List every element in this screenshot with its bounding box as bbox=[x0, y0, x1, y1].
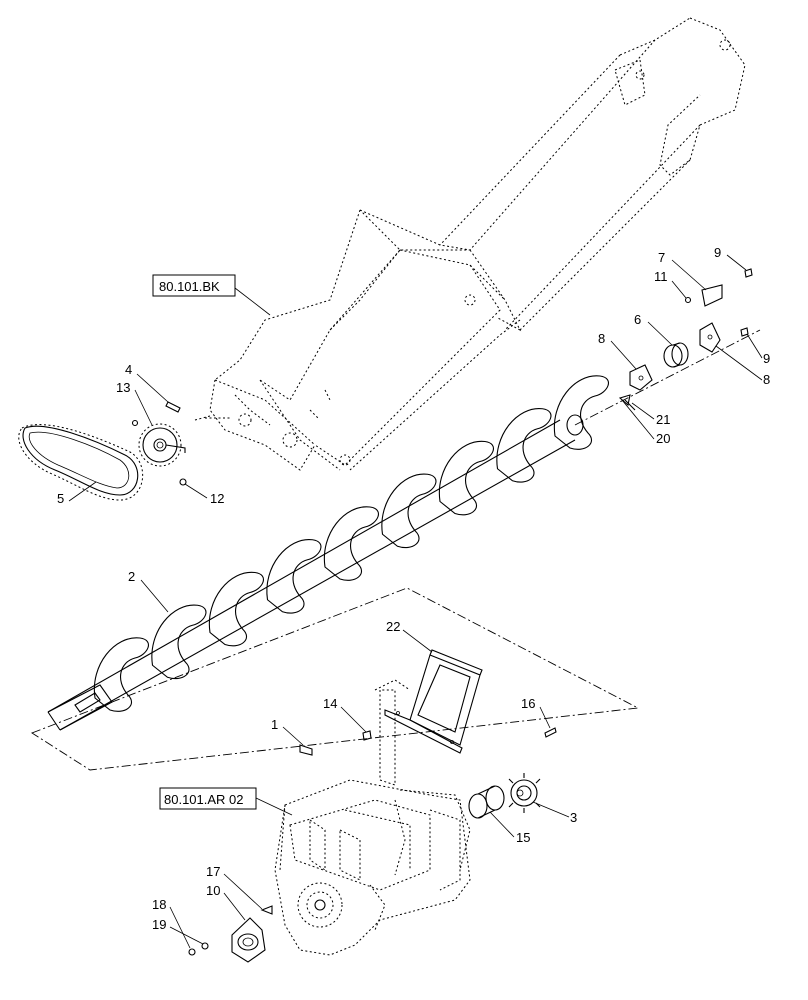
sprocket-part-3 bbox=[508, 773, 541, 813]
callout-11-label: 11 bbox=[654, 269, 668, 284]
bolt-part-18 bbox=[188, 948, 196, 956]
callout-20-label: 20 bbox=[656, 431, 670, 446]
bolt-part-1 bbox=[299, 744, 313, 756]
auger-flight bbox=[93, 637, 149, 712]
callout-5-label: 5 bbox=[57, 491, 64, 506]
callout-9-top[interactable]: 9 bbox=[714, 245, 747, 271]
callout-14[interactable]: 14 bbox=[323, 696, 367, 733]
callout-19[interactable]: 19 bbox=[152, 917, 204, 945]
callout-2-label: 2 bbox=[128, 569, 135, 584]
auger-flight bbox=[496, 408, 552, 483]
unloading-tube bbox=[194, 17, 746, 471]
callout-16-label: 16 bbox=[521, 696, 535, 711]
plate-part-7 bbox=[701, 284, 723, 307]
callout-1[interactable]: 1 bbox=[271, 717, 304, 746]
pin-part-16 bbox=[544, 727, 557, 738]
bolt-part-20 bbox=[618, 394, 631, 407]
callout-1-label: 1 bbox=[271, 717, 278, 732]
callout-4[interactable]: 4 bbox=[125, 362, 169, 403]
auger-flight bbox=[553, 375, 609, 450]
drive-chain bbox=[18, 424, 144, 501]
callout-5[interactable]: 5 bbox=[57, 481, 97, 506]
callout-9-right-label: 9 bbox=[763, 351, 770, 366]
callout-14-label: 14 bbox=[323, 696, 337, 711]
assembly-boundary bbox=[31, 587, 640, 771]
callout-17[interactable]: 17 bbox=[206, 864, 263, 910]
callout-16[interactable]: 16 bbox=[521, 696, 551, 729]
callout-21[interactable]: 21 bbox=[631, 402, 670, 427]
callout-22-label: 22 bbox=[386, 619, 400, 634]
callout-20[interactable]: 20 bbox=[621, 399, 670, 446]
callout-18-label: 18 bbox=[152, 897, 166, 912]
callout-9-right[interactable]: 9 bbox=[746, 333, 770, 366]
drive-sprocket bbox=[138, 423, 186, 467]
auger-flighting bbox=[47, 375, 609, 731]
callout-8-right-label: 8 bbox=[763, 372, 770, 387]
callout-13-label: 13 bbox=[116, 380, 130, 395]
bracket-part-8-left bbox=[629, 364, 653, 391]
auger-flight bbox=[151, 604, 207, 680]
callout-2[interactable]: 2 bbox=[128, 569, 169, 613]
callout-11[interactable]: 11 bbox=[654, 269, 687, 299]
reference-gearbox-label: 80.101.AR 02 bbox=[164, 792, 244, 807]
bracket-part-8-right bbox=[699, 322, 721, 353]
callout-10-label: 10 bbox=[206, 883, 220, 898]
auger-flight bbox=[266, 539, 322, 614]
callout-9-top-label: 9 bbox=[714, 245, 721, 260]
callout-6-label: 6 bbox=[634, 312, 641, 327]
callout-18[interactable]: 18 bbox=[152, 897, 191, 949]
callout-7-label: 7 bbox=[658, 250, 665, 265]
auger-flight bbox=[323, 506, 379, 581]
callout-8-right[interactable]: 8 bbox=[715, 345, 770, 387]
bolt-part-14 bbox=[362, 730, 372, 741]
callout-4-label: 4 bbox=[125, 362, 132, 377]
callout-19-label: 19 bbox=[152, 917, 166, 932]
gearbox-housing bbox=[274, 679, 471, 956]
callout-10[interactable]: 10 bbox=[206, 883, 246, 921]
callout-21-label: 21 bbox=[656, 412, 670, 427]
callout-3[interactable]: 3 bbox=[532, 801, 577, 825]
auger-flight bbox=[438, 440, 494, 516]
callout-8-left-label: 8 bbox=[598, 331, 605, 346]
bearing-part-6 bbox=[663, 342, 689, 368]
callout-13[interactable]: 13 bbox=[116, 380, 153, 426]
auger-flight bbox=[381, 473, 437, 549]
reference-gearbox[interactable]: 80.101.AR 02 bbox=[159, 787, 293, 816]
bolt-part-21 bbox=[624, 399, 636, 411]
auger-flight bbox=[208, 571, 264, 647]
nut-part-9-top bbox=[744, 268, 753, 278]
callout-17-label: 17 bbox=[206, 864, 220, 879]
bolt-part-17 bbox=[260, 905, 273, 915]
reference-tube[interactable]: 80.101.BK bbox=[152, 274, 271, 316]
bearing-part-10 bbox=[231, 917, 266, 963]
nut-part-12 bbox=[179, 478, 187, 486]
callout-3-label: 3 bbox=[570, 810, 577, 825]
callout-6[interactable]: 6 bbox=[634, 312, 673, 346]
bolt-part-11 bbox=[684, 296, 692, 304]
setscrew-part-13 bbox=[131, 419, 139, 427]
bushing-part-15 bbox=[468, 785, 505, 819]
key-part-4 bbox=[165, 401, 181, 413]
callout-8-left[interactable]: 8 bbox=[598, 331, 637, 370]
washer-part-19 bbox=[201, 942, 209, 950]
callout-15[interactable]: 15 bbox=[489, 811, 530, 845]
callout-7[interactable]: 7 bbox=[658, 250, 707, 291]
nut-part-9-right bbox=[740, 327, 749, 337]
shield-part-22 bbox=[384, 649, 483, 754]
callout-15-label: 15 bbox=[516, 830, 530, 845]
callout-12-label: 12 bbox=[210, 491, 224, 506]
callout-22[interactable]: 22 bbox=[386, 619, 433, 653]
callout-12[interactable]: 12 bbox=[184, 483, 224, 506]
reference-tube-label: 80.101.BK bbox=[159, 279, 220, 294]
